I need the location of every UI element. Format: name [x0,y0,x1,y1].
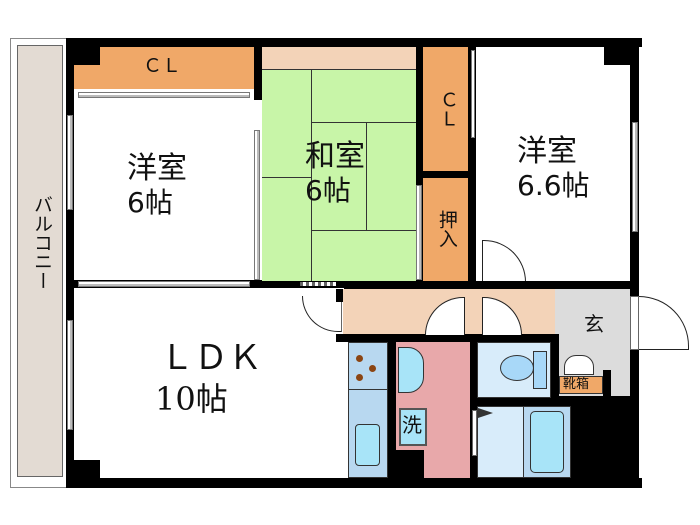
western-room-1-window[interactable] [67,115,73,210]
column-bottom-left [74,460,100,478]
western-room-1-size: 6帖 [127,186,173,219]
washbasin [398,347,424,393]
toilet-tank [533,351,547,389]
wall-hallway-bottom [336,334,576,342]
closet-1-sliding-doors[interactable] [78,92,250,98]
western-room-2-size: 6.6帖 [517,169,590,202]
japanese-room-name: 和室 [305,139,365,174]
wall-kitchen-washroom [388,342,396,478]
western-room-1-name: 洋室 [127,151,187,186]
western-room-2 [476,47,630,281]
wall-entrance-bottom [555,396,631,400]
burner-icon [356,355,363,362]
washroom-notch [396,450,424,478]
wall-ldk-right-stub [336,289,343,302]
wall-partition-3 [468,38,476,288]
stove [348,342,388,390]
utility-shaft [571,398,631,478]
tatami-line [311,122,416,123]
tatami-line [311,230,416,231]
ldk-window[interactable] [67,320,73,430]
closet-2 [423,47,468,171]
wall-shoe-box-right [603,370,611,398]
wall-partition-1 [254,38,262,100]
western-room-2-name: 洋室 [517,134,577,169]
closet-1-label: ＣＬ [143,55,182,77]
ldk-size: 10帖 [155,380,228,418]
ldk-sliding-door[interactable] [78,281,250,287]
tatami-line [262,177,311,178]
closet-2-label: ＣＬ [436,90,459,128]
bathtub-basin [530,411,564,473]
western-room-1 [74,98,254,280]
wall-bottom [66,478,642,488]
closet-2-folding-door[interactable] [471,50,475,138]
japanese-room [262,69,416,281]
wall-toilet-bath [477,398,627,406]
washer [399,408,427,446]
wall-left [66,38,74,488]
wall-toilet-entrance [551,334,559,398]
oshiire-side [416,185,422,280]
burner-icon [356,374,363,381]
shoe-box-label: 靴箱 [563,377,590,392]
shoe-box [559,376,603,394]
japanese-room-fusuma[interactable] [300,282,336,286]
oshiire-label: 押入 [435,210,458,248]
entrance-label: 玄 [584,312,604,336]
tatami-line [311,69,312,281]
ldk-name: ＬＤＫ [160,338,262,378]
folding-door-icon [478,408,493,418]
balcony [17,45,63,477]
toilet-bowl [500,355,534,381]
wall-closet-divider [416,171,476,178]
column-top-right [604,47,630,65]
western-room-2-window[interactable] [632,122,638,232]
japanese-room-size: 6帖 [305,174,351,207]
wall-hallway-top [336,281,639,289]
burner-icon [369,365,376,372]
entry-door[interactable] [639,296,689,350]
ldk [74,288,344,478]
wall-partition-2 [416,38,423,288]
western-room-1-sliding-door[interactable] [254,130,260,280]
tatami-line [366,122,367,230]
japanese-room-tokonoma [262,47,416,69]
washer-label: 洗 [402,413,422,437]
shoe-box-doors[interactable] [564,355,594,375]
column-top-left [74,47,100,65]
kitchen-sink [355,424,380,466]
wall-top [66,38,642,47]
bathroom-door[interactable] [472,410,477,456]
wall-right [630,38,639,488]
balcony-label: バルコニー [31,195,53,290]
entry-door-frame [630,296,639,350]
kitchen-counter [348,342,388,478]
oshiire [423,178,468,281]
closet-1 [74,47,254,89]
